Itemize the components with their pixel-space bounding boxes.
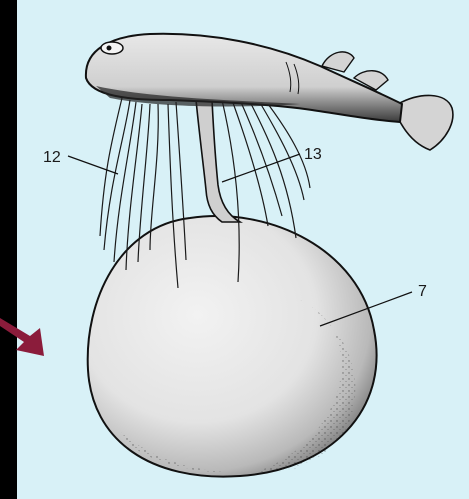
label-12: 12 <box>43 149 61 166</box>
label-7: 7 <box>418 283 427 300</box>
yolk-sac <box>88 216 377 477</box>
eye-icon <box>101 42 123 54</box>
embryo-body <box>86 34 453 150</box>
pointer-arrow-icon <box>0 318 44 356</box>
label-13: 13 <box>304 146 322 163</box>
